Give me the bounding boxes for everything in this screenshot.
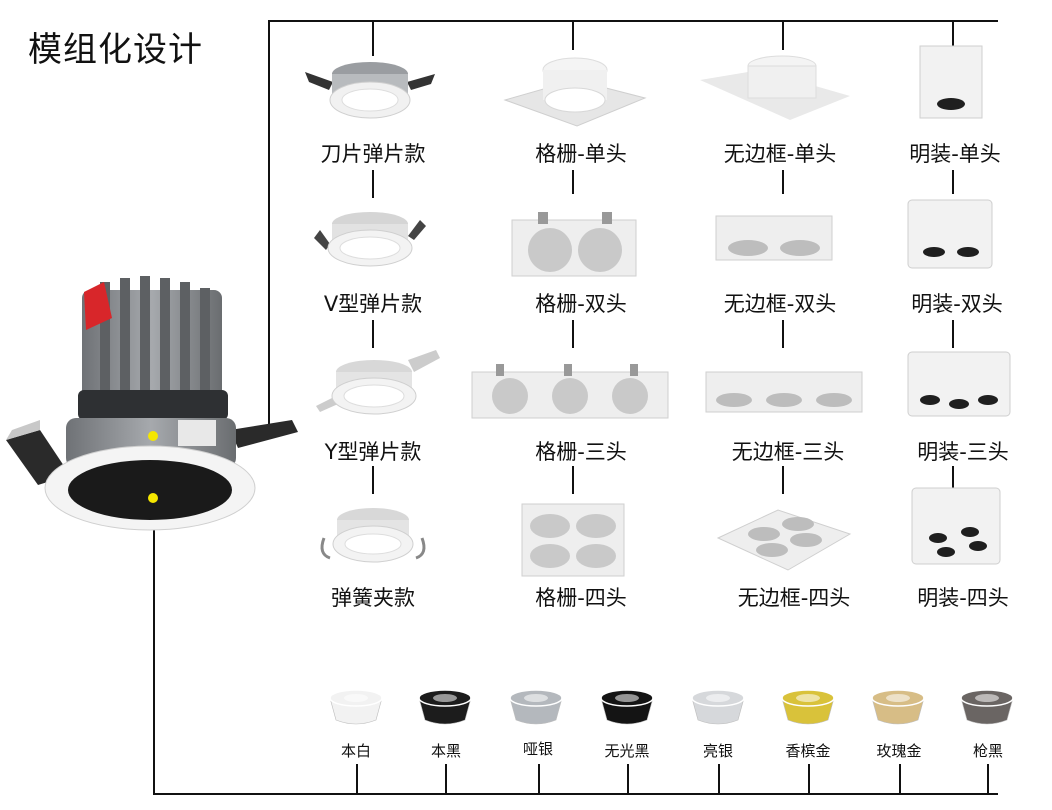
- finish-label-gun-black: 枪黑: [972, 742, 1004, 760]
- finish-label-bright-silver: 亮银: [702, 742, 734, 760]
- page-title: 模组化设计: [28, 30, 203, 70]
- module-label-grille-quad: 格栅-四头: [535, 586, 627, 610]
- module-label-frameless-single: 无边框-单头: [723, 142, 837, 166]
- finish-label-black: 本黑: [430, 742, 462, 760]
- module-image-grille-double: [511, 212, 637, 277]
- finish-swatch-gun-black: [960, 689, 1014, 725]
- finish-swatch-rose-gold: [871, 689, 925, 725]
- module-image-frameless-triple: [705, 371, 863, 413]
- finish-swatch-champagne-gold: [781, 689, 835, 725]
- finish-swatch-matte-black: [600, 689, 654, 725]
- module-image-surface-double: [907, 199, 993, 269]
- module-image-v-spring: [314, 212, 426, 267]
- module-label-surface-single: 明装-单头: [909, 142, 1001, 166]
- module-image-surface-quad: [911, 487, 1001, 565]
- finish-swatch-bright-silver: [691, 689, 745, 725]
- module-label-y-spring: Y型弹片款: [324, 440, 422, 464]
- module-image-blade-spring: [305, 62, 435, 119]
- module-image-frameless-quad: [716, 509, 852, 571]
- module-label-surface-quad: 明装-四头: [917, 586, 1009, 610]
- module-label-grille-triple: 格栅-三头: [535, 440, 627, 464]
- module-label-v-spring: V型弹片款: [323, 292, 423, 316]
- finish-label-champagne-gold: 香槟金: [785, 742, 831, 760]
- finish-swatch-matte-silver: [509, 689, 563, 725]
- module-label-surface-double: 明装-双头: [911, 292, 1003, 316]
- module-image-surface-single: [919, 45, 983, 119]
- finish-label-matte-black: 无光黑: [604, 742, 650, 760]
- finish-swatch-white: [329, 689, 383, 725]
- finish-label-white: 本白: [340, 742, 372, 760]
- module-image-spring-clip: [320, 508, 426, 563]
- module-image-y-spring: [316, 350, 440, 415]
- module-label-surface-triple: 明装-三头: [917, 440, 1009, 464]
- finish-label-rose-gold: 玫瑰金: [876, 742, 922, 760]
- module-image-frameless-double: [715, 215, 833, 261]
- module-label-blade-spring: 刀片弹片款: [320, 142, 426, 166]
- module-label-spring-clip: 弹簧夹款: [331, 586, 415, 610]
- module-label-frameless-double: 无边框-双头: [723, 292, 837, 316]
- module-image-grille-single: [503, 57, 647, 127]
- module-image-grille-quad: [521, 503, 625, 577]
- module-label-frameless-triple: 无边框-三头: [731, 440, 845, 464]
- module-image-grille-triple: [471, 364, 669, 419]
- finish-label-matte-silver: 哑银: [522, 740, 554, 758]
- module-image-frameless-single: [700, 55, 850, 120]
- module-label-grille-single: 格栅-单头: [535, 142, 627, 166]
- module-image-surface-triple: [907, 351, 1011, 417]
- downlight-product-image: [6, 276, 298, 531]
- module-label-grille-double: 格栅-双头: [535, 292, 627, 316]
- module-label-frameless-quad: 无边框-四头: [737, 586, 851, 610]
- finish-swatch-black: [418, 689, 472, 725]
